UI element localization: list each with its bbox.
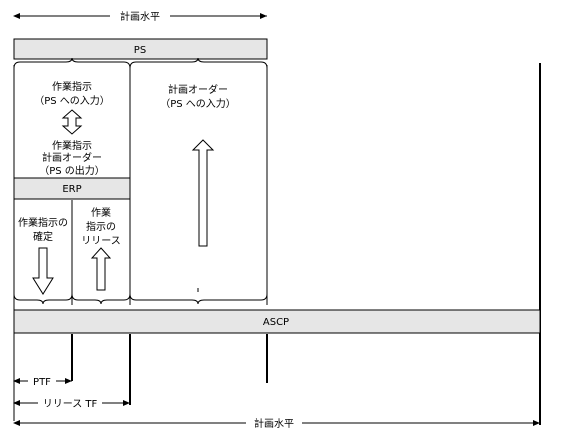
work-instruction-out-line3: （PS の出力） [39, 164, 105, 177]
up-hollow-arrow-small [90, 247, 112, 291]
brace-top-right [129, 57, 268, 69]
ptf-label-bg [28, 375, 56, 387]
planned-order-line1: 計画オーダー [168, 83, 228, 96]
ps-bar-label: PS [134, 45, 146, 56]
work-instruction-in-line2: （PS への入力） [34, 94, 110, 107]
release-line1: 作業 [91, 206, 111, 219]
top-span-label-bg [110, 9, 170, 23]
release-line2: 指示の [86, 220, 116, 233]
erp-bar [13, 177, 131, 200]
bottom-span-label: 計画水平 [254, 417, 294, 430]
down-hollow-arrow [32, 247, 54, 295]
erp-bar-label: ERP [62, 184, 81, 195]
release-tf-label-bg [38, 397, 102, 409]
work-instruction-out-line1: 作業指示 [52, 139, 92, 152]
top-span-label: 計画水平 [120, 10, 160, 23]
confirm-line2: 確定 [33, 230, 53, 243]
brace-bottom-1 [13, 293, 73, 305]
double-hollow-arrow [61, 109, 83, 135]
release-line3: リリース [81, 236, 121, 247]
brace-bottom-2 [71, 293, 131, 305]
ps-bar [13, 38, 268, 60]
ptf-label: PTF [33, 377, 51, 388]
brace-bottom-3 [129, 293, 268, 305]
work-instruction-in-line1: 作業指示 [52, 80, 92, 93]
ascp-bar-label: ASCP [263, 317, 289, 328]
bottom-span-label-bg [246, 416, 302, 430]
up-hollow-arrow-large [191, 139, 215, 247]
confirm-line1: 作業指示の [18, 216, 68, 229]
release-tf-label: リリース TF [43, 399, 98, 410]
work-instruction-out-line2: 計画オーダー [42, 151, 102, 164]
ascp-bar [13, 309, 541, 334]
brace-top-left [13, 57, 131, 69]
planned-order-line2: （PS への入力） [160, 97, 236, 110]
